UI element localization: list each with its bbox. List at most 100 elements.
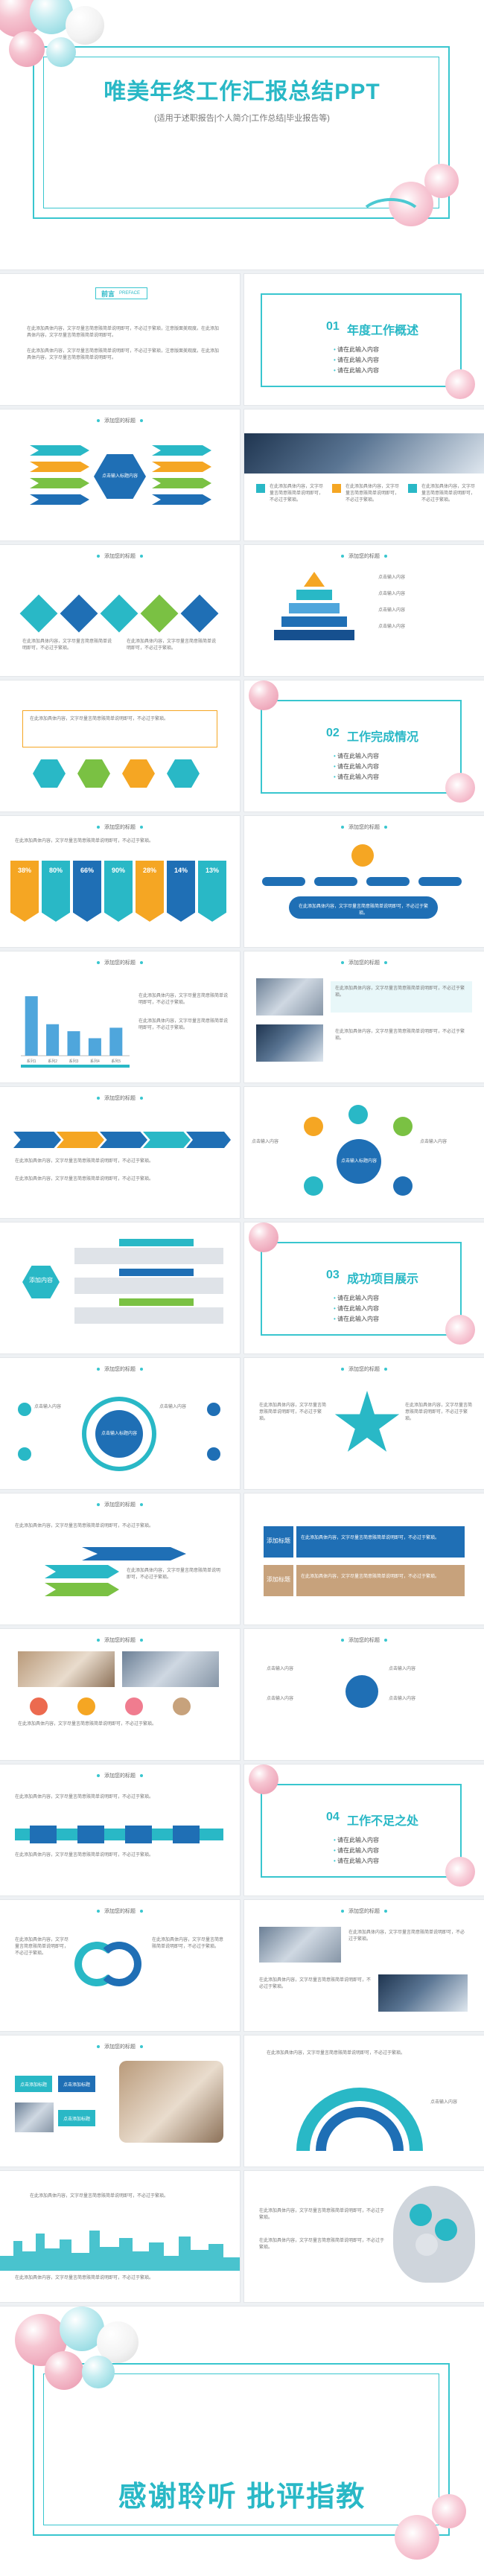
right-tag <box>152 462 211 472</box>
process-step <box>13 1132 61 1148</box>
process-text: 在此添加具体内容，文字尽量言简意赅简单说明即可，不必过于繁琐。 <box>15 1159 154 1164</box>
title-block <box>264 1565 293 1596</box>
section-01-slide: 01 年度工作概述 请在此输入内容 请在此输入内容 请在此输入内容 <box>244 274 484 405</box>
arrow-block <box>45 1583 119 1596</box>
title-block <box>264 1526 293 1558</box>
section-frame <box>261 293 462 387</box>
chart-baseline <box>21 1065 130 1068</box>
photo <box>259 1927 341 1963</box>
semi-text: 在此添加具体内容，文字尽量言简意赅简单说明即可，不必过于繁琐。 <box>267 2051 406 2056</box>
text-frame <box>22 710 217 747</box>
ring-text: 点击输入内容 <box>34 1405 62 1409</box>
head-part <box>415 2234 438 2256</box>
photo-boxes-slide: 在此添加具体内容，文字尽量言简意赅简单说明即可，不必过于繁琐。 在此添加具体内容… <box>244 409 484 541</box>
cover-subtitle: (适用于述职报告|个人简介|工作总结|毕业报告等) <box>154 114 330 123</box>
left-tag <box>30 494 89 505</box>
summary-pill <box>289 896 438 919</box>
bulb-text: 点击输入内容 <box>389 1697 416 1701</box>
box-text: 在此添加具体内容，文字尽量言简意赅简单说明即可，不必过于繁琐。 <box>270 485 324 503</box>
diamond-shape <box>180 594 219 633</box>
preface-title: 前言 <box>101 290 115 298</box>
section-item: 请在此输入内容 <box>334 345 379 354</box>
pyramid-level <box>289 603 340 613</box>
slide-header: 添加您的标题 <box>0 1501 240 1508</box>
arc <box>74 1942 119 1986</box>
head-slide: 在此添加具体内容，文字尽量言简意赅简单说明即可，不必过于繁琐。 在此添加具体内容… <box>244 2171 484 2302</box>
arrow-text: 在此添加具体内容，文字尽量言简意赅简单说明即可，不必过于繁琐。 <box>127 1569 221 1580</box>
slide-header: 添加您的标题 <box>244 959 484 966</box>
list-tag <box>119 1269 194 1276</box>
percent-card: 66% <box>73 861 101 922</box>
balloon-decoration <box>66 6 104 45</box>
section-02-slide: 02 工作完成情况 请在此输入内容 请在此输入内容 请在此输入内容 <box>244 680 484 812</box>
balloon-decoration <box>249 680 278 710</box>
title-blocks-slide: 添加标题 在此添加具体内容，文字尽量言简意赅简单说明即可，不必过于繁琐。 添加标… <box>244 1493 484 1625</box>
percent-card: 38% <box>10 861 39 922</box>
label-box <box>15 2076 52 2092</box>
bar <box>67 1031 80 1056</box>
satellite-circle <box>393 1176 413 1196</box>
section-frame <box>261 700 462 794</box>
head-part <box>435 2219 457 2241</box>
cover-inner-frame <box>43 57 439 208</box>
box-icon <box>332 484 341 493</box>
percent-value: 14% <box>173 867 188 874</box>
box-icon <box>256 484 265 493</box>
arrow-block <box>45 1565 119 1578</box>
list-tag <box>119 1298 194 1306</box>
pyramid-text: 点击输入内容 <box>378 592 406 596</box>
list-tag <box>119 1239 194 1246</box>
photo <box>122 1651 219 1687</box>
process-step <box>57 1132 104 1148</box>
process-slide: 添加您的标题 在此添加具体内容，文字尽量言简意赅简单说明即可，不必过于繁琐。 在… <box>0 1087 240 1218</box>
section-number: 02 <box>326 727 340 739</box>
flower-decoration <box>395 2515 439 2560</box>
business-photo <box>244 433 484 474</box>
section-item: 请在此输入内容 <box>334 1304 379 1313</box>
diamond-shape <box>19 594 58 633</box>
section-frame <box>261 1242 462 1336</box>
photo-text-slide: 添加您的标题 在此添加具体内容，文字尽量言简意赅简单说明即可，不必过于繁琐。 在… <box>244 951 484 1083</box>
slide-header: 添加您的标题 <box>0 1907 240 1915</box>
slide-header: 添加您的标题 <box>0 552 240 560</box>
slide-header: 添加您的标题 <box>244 552 484 560</box>
photo <box>378 1974 468 2012</box>
closing-frame <box>33 2363 450 2536</box>
bulb-text: 点击输入内容 <box>267 1667 294 1671</box>
timeline-bar <box>15 1829 223 1840</box>
ring-text: 点击输入内容 <box>159 1405 187 1409</box>
panel-text: 在此添加具体内容，文字尽量言简意赅简单说明即可，不必过于繁琐。 <box>335 1030 465 1041</box>
list-row <box>74 1307 223 1324</box>
percent-card: 14% <box>167 861 195 922</box>
preface-body: 在此添加具体内容，文字尽量言简意赅简单说明即可，不必过于繁琐，注意版面美观度。在… <box>27 327 220 338</box>
flower-decoration <box>424 164 459 198</box>
section-item: 请在此输入内容 <box>334 1294 379 1302</box>
arc-slide: 添加您的标题 在此添加具体内容，文字尽量言简意赅简单说明即可，不必过于繁琐。 在… <box>0 1900 240 2031</box>
hexagon <box>167 759 200 788</box>
label-box <box>58 2076 95 2092</box>
timeline-text: 在此添加具体内容，文字尽量言简意赅简单说明即可，不必过于繁琐。 <box>15 1853 154 1858</box>
closing-title: 感谢聆听 批评指教 <box>118 2481 366 2513</box>
closing-slide: 感谢聆听 批评指教 <box>0 2306 484 2576</box>
right-tag <box>152 478 211 488</box>
label-box-text: 点击添加标题 <box>63 2117 90 2122</box>
head-silhouette <box>393 2186 475 2283</box>
satellite-circle <box>393 1117 413 1136</box>
preface-slide: 前言 PREFACE 在此添加具体内容，文字尽量言简意赅简单说明即可，不必过于繁… <box>0 274 240 405</box>
process-step <box>143 1132 191 1148</box>
target-icon <box>207 1447 220 1461</box>
pyramid-text: 点击输入内容 <box>378 625 406 629</box>
title-block-body <box>296 1565 465 1596</box>
bulb-text: 点击输入内容 <box>389 1667 416 1671</box>
photo-text: 在此添加具体内容，文字尽量言简意赅简单说明即可，不必过于繁琐。 <box>259 1978 372 1989</box>
tick-label: 系列5 <box>111 1059 121 1064</box>
lightbulb-icon <box>346 1675 378 1708</box>
head-text: 在此添加具体内容，文字尽量言简意赅简单说明即可，不必过于繁琐。 <box>259 2209 385 2220</box>
ribbon-decoration <box>357 198 424 243</box>
percent-card: 90% <box>104 861 133 922</box>
center-circle-label: 点击输入标题内容 <box>340 1159 377 1164</box>
timeline-node <box>77 1826 104 1843</box>
arrow-blocks-slide: 添加您的标题 在此添加具体内容，文字尽量言简意赅简单说明即可，不必过于繁琐。 在… <box>0 1493 240 1625</box>
arc-text: 在此添加具体内容，文字尽量言简意赅简单说明即可，不必过于繁琐。 <box>152 1938 224 1949</box>
